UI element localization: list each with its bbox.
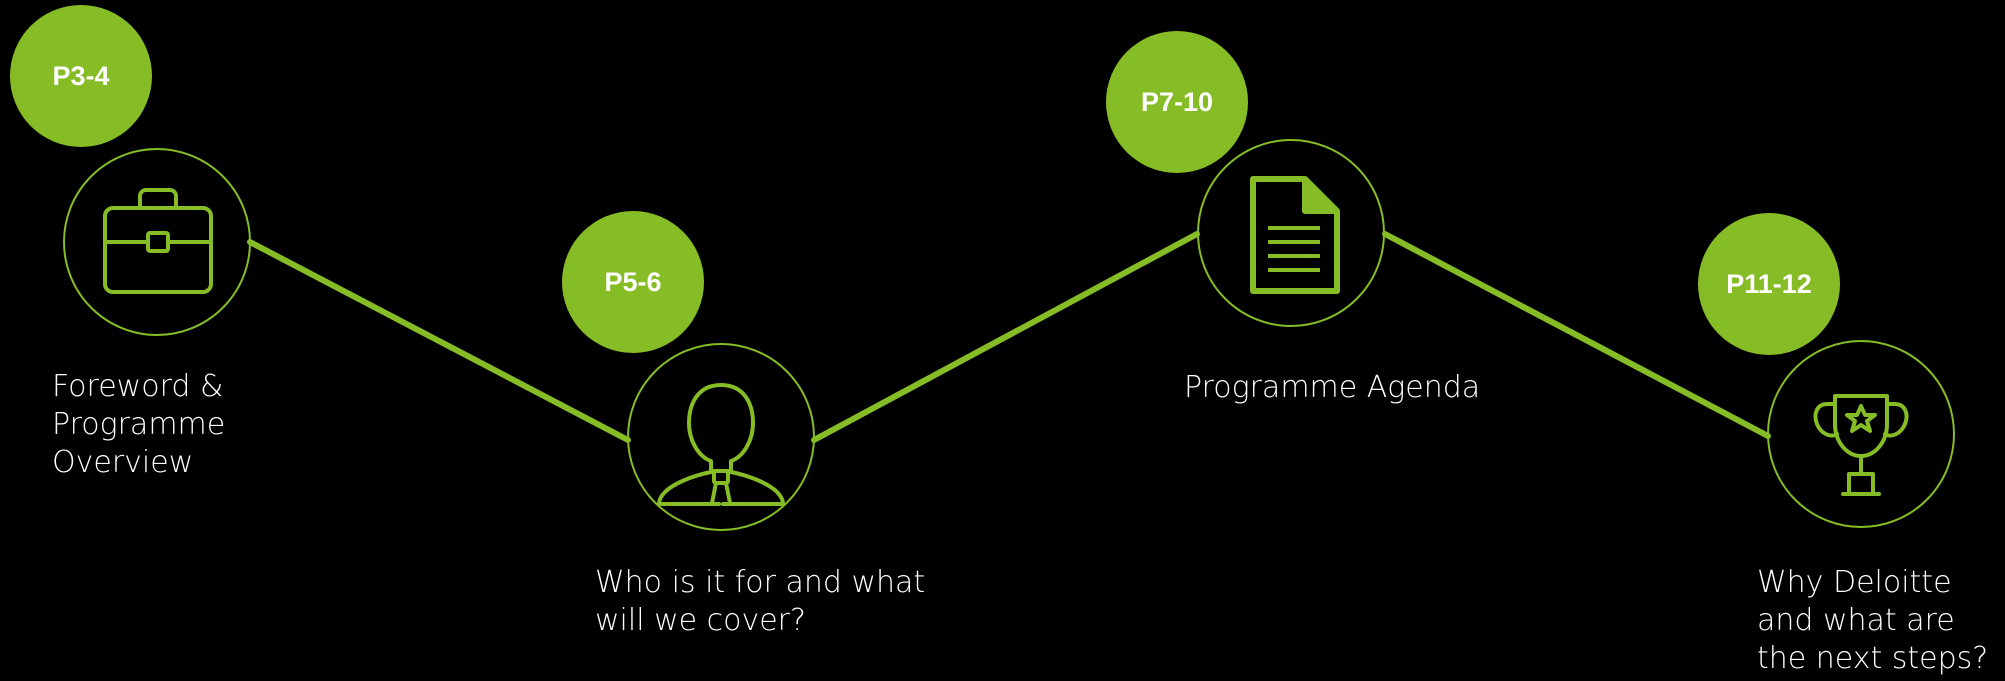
trophy-icon bbox=[1813, 394, 1909, 496]
person-icon bbox=[657, 383, 785, 506]
connector-line-1 bbox=[247, 239, 631, 443]
connector-lines bbox=[247, 231, 1771, 443]
connector-line-3 bbox=[1382, 231, 1771, 439]
document-icon bbox=[1250, 176, 1340, 294]
stage-circle-1[interactable] bbox=[63, 148, 251, 336]
stage-label-3: Programme Agenda bbox=[1184, 370, 1481, 405]
connector-line-2 bbox=[811, 231, 1200, 443]
stage-circle-4[interactable] bbox=[1767, 340, 1955, 528]
page-badge-1[interactable]: P3-4 bbox=[10, 5, 152, 147]
briefcase-icon bbox=[103, 188, 213, 294]
stage-circle-3[interactable] bbox=[1197, 139, 1385, 327]
page-badge-3[interactable]: P7-10 bbox=[1106, 31, 1248, 173]
page-badge-4[interactable]: P11-12 bbox=[1698, 213, 1840, 355]
stage-circle-2[interactable] bbox=[627, 343, 815, 531]
stage-label-2: Who is it for and what will we cover? bbox=[595, 565, 926, 638]
page-badge-2[interactable]: P5-6 bbox=[562, 211, 704, 353]
stage-label-1: Foreword & Programme Overview bbox=[52, 369, 226, 480]
stage-label-4: Why Deloitte and what are the next steps… bbox=[1757, 565, 1989, 676]
